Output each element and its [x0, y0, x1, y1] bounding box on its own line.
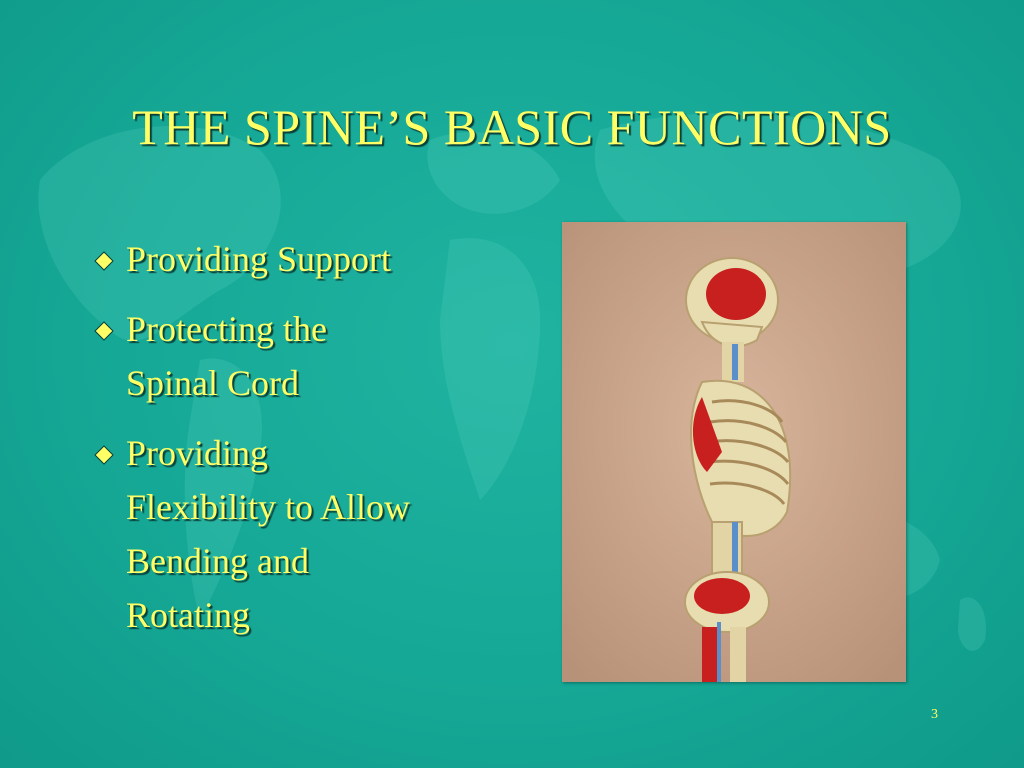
slide-title: THE SPINE’S BASIC FUNCTIONS: [132, 99, 892, 155]
bullet-text-line-1: Providing: [126, 433, 269, 473]
bullet-text-line-2: Flexibility to Allow: [126, 487, 411, 527]
diamond-bullet-icon: [94, 321, 114, 341]
diamond-bullet-icon: [94, 251, 114, 271]
bullet-item-flexibility: Providing Flexibility to Allow Bending a…: [90, 426, 510, 642]
bullet-text-line-2: Spinal Cord: [126, 363, 300, 403]
bullet-item-protecting: Protecting the Spinal Cord: [90, 302, 510, 410]
bullet-text-line-3: Bending and: [126, 541, 309, 581]
bullet-text: Providing Support: [126, 239, 392, 279]
bullet-item-support: Providing Support: [90, 232, 510, 286]
diamond-bullet-icon: [94, 445, 114, 465]
page-number: 3: [931, 707, 938, 722]
bullet-text-line-4: Rotating: [126, 595, 250, 635]
skeleton-anatomy-photo: [562, 222, 906, 682]
skeleton-illustration: [562, 222, 906, 682]
bullet-text-line-1: Protecting the: [126, 309, 327, 349]
bullet-list: Providing Support Protecting the Spinal …: [90, 232, 510, 658]
